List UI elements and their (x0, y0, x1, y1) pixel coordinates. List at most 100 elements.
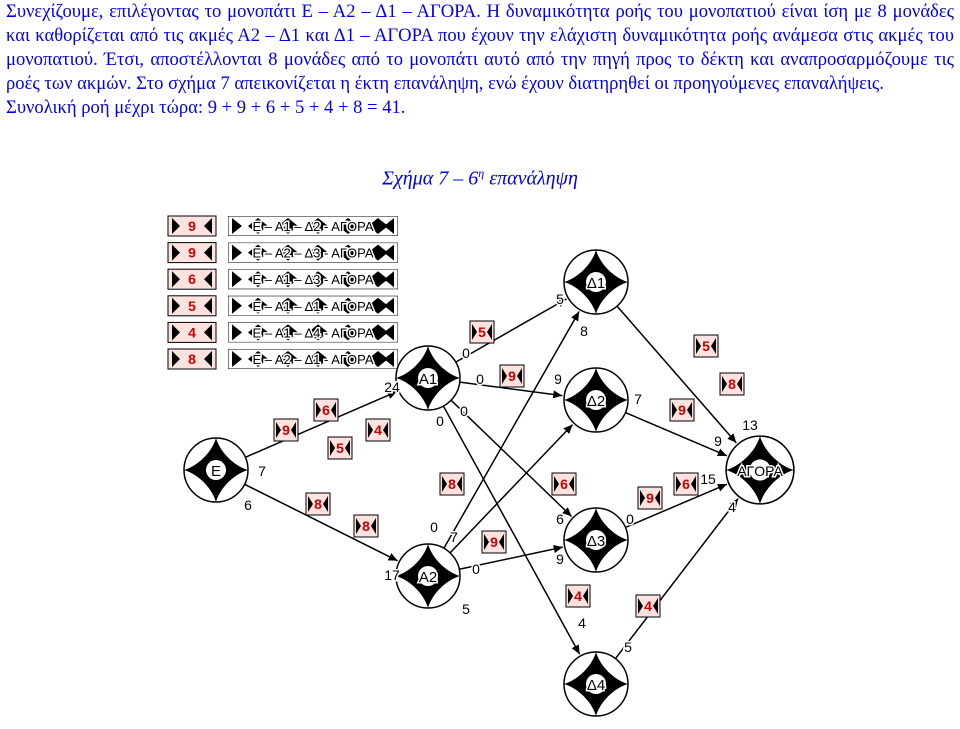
node-label: Δ4 (587, 677, 605, 694)
figure-caption: Σχήμα 7 – 6η επανάληψη (0, 166, 960, 191)
node-d2: Δ2 (563, 367, 629, 433)
node-a1: Α1 (395, 345, 461, 411)
flow-badge-value: 8 (314, 496, 322, 512)
capacity-label: 0 (462, 345, 470, 361)
edge-d2-agora (625, 411, 728, 457)
node-label: ΑΓΟΡΑ (737, 463, 783, 479)
flow-badge-value: 6 (682, 476, 690, 492)
edge-a2-d2 (449, 424, 574, 554)
legend-path-text: Ε – Α1 – Δ1 - ΑΓΟΡΑ (252, 299, 373, 314)
flow-badge-value: 9 (646, 490, 654, 506)
flow-badge: 4 (365, 418, 391, 442)
node-label: Δ1 (587, 275, 605, 292)
capacity-label: 13 (742, 417, 758, 433)
flow-badge-box (469, 320, 495, 344)
flow-badge: 8 (353, 514, 379, 538)
legend-flow-arrows (172, 324, 212, 341)
capacity-label: 0 (460, 403, 468, 419)
edge-arrowhead (729, 498, 739, 509)
edge-a1-d1 (455, 298, 567, 363)
flow-badge-value: 5 (702, 338, 710, 354)
flow-badge-box (365, 418, 391, 442)
legend-flow-arrows (172, 271, 212, 288)
flow-badge-value: 8 (448, 476, 456, 492)
flow-badge-box (551, 472, 577, 496)
flow-badge-arrows (330, 440, 350, 456)
edge-arrowhead (571, 644, 580, 655)
edges-layer (244, 298, 739, 660)
edge-e-a1 (245, 390, 398, 458)
legend-flow-value: 9 (188, 245, 196, 261)
flow-badge-arrows (672, 402, 692, 418)
flow-badge-box (635, 594, 661, 618)
capacity-label: 0 (472, 561, 480, 577)
flow-badge: 8 (719, 372, 745, 396)
legend-flow-box (167, 215, 217, 237)
flow-badge: 5 (693, 334, 719, 358)
flow-badge-value: 6 (322, 402, 330, 418)
capacity-label: 9 (714, 433, 722, 449)
flow-badge-value: 8 (728, 376, 736, 392)
legend-path-text: Ε – Α2 – Δ3 - ΑΓΟΡΑ (252, 246, 373, 261)
edge-arrowhead (556, 298, 567, 307)
node-label: Ε (211, 463, 221, 480)
flow-badge-box (565, 584, 591, 608)
flow-badge: 4 (635, 594, 661, 618)
capacity-label: 24 (384, 379, 400, 395)
legend-row: 9 Ε – Α2 – Δ3 - ΑΓΟΡΑ (167, 242, 398, 264)
flow-badge-box (353, 514, 379, 538)
flow-badge-arrows (568, 588, 588, 604)
flow-badge: 5 (327, 436, 353, 460)
edge-arrowhead (562, 507, 572, 517)
flow-badge-value: 9 (508, 368, 516, 384)
flow-badge-arrows (722, 376, 742, 392)
flow-badge-box (481, 530, 507, 554)
legend-flow-value: 6 (188, 271, 196, 287)
flow-badge-arrows (308, 496, 328, 512)
flow-badge-box (439, 472, 465, 496)
flow-badge: 9 (637, 486, 663, 510)
edge-e-a2 (244, 483, 398, 562)
flow-badge-arrows (676, 476, 696, 492)
edge-arrowhead (552, 390, 563, 399)
legend-flow-arrows (172, 351, 212, 367)
capacity-label: 7 (450, 529, 458, 545)
flow-badge-value: 5 (478, 324, 486, 340)
capacity-label: 7 (634, 391, 642, 407)
caption-prefix: Σχήμα 7 – 6 (382, 167, 479, 190)
edge-d4-agora (614, 498, 739, 660)
legend-flow-arrows (172, 218, 212, 234)
flow-badge-value: 6 (560, 476, 568, 492)
flow-badge: 6 (313, 398, 339, 422)
body-text: Συνεχίζουμε, επιλέγοντας το μονοπάτι Ε –… (6, 0, 954, 120)
edge-arrowhead (386, 391, 397, 399)
flow-badge-box (305, 492, 331, 516)
capacity-label: 6 (556, 511, 564, 527)
legend-row: 5 Ε – Α1 – Δ1 - ΑΓΟΡΑ (167, 295, 398, 317)
paragraph-total-flow: Συνολική ροή μέχρι τώρα: 9 + 9 + 6 + 5 +… (6, 97, 406, 118)
edge-arrowhead (717, 448, 727, 457)
flow-badge-value: 8 (362, 518, 370, 534)
capacity-label: 8 (580, 323, 588, 339)
legend-flow-value: 5 (188, 298, 196, 314)
flow-badge-arrows (696, 338, 716, 354)
edge-d3-agora (625, 483, 728, 529)
legend-flow-value: 4 (188, 324, 196, 340)
flow-badge: 6 (673, 472, 699, 496)
flow-badge-arrows (356, 518, 376, 534)
legend-flow-value: 8 (188, 351, 196, 367)
flow-badge-arrows (554, 476, 574, 492)
edge-a2-d1 (443, 311, 580, 549)
flow-badge-value: 4 (374, 422, 382, 438)
flow-badge: 9 (273, 418, 299, 442)
flow-badge-arrows (472, 324, 492, 340)
capacity-label: 15 (700, 471, 716, 487)
flow-badge: 8 (439, 472, 465, 496)
flow-badge: 4 (565, 584, 591, 608)
legend-path-text: Ε – Α2 – Δ1 - ΑΓΟΡΑ (252, 352, 373, 367)
legend-flow-box (167, 348, 217, 370)
